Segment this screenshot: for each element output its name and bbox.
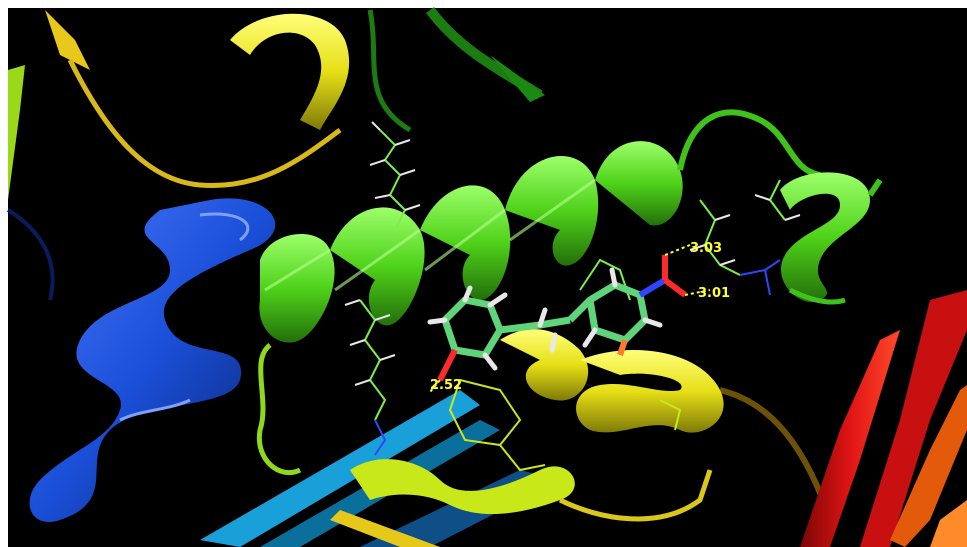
- distance-label-1: 3.03: [690, 241, 722, 256]
- helix-green-main: [259, 109, 821, 343]
- ligand[interactable]: [427, 255, 687, 382]
- helix-blue-left: [29, 198, 276, 522]
- helix-green-right: [780, 172, 883, 305]
- distance-label-2: 3.01: [698, 286, 730, 301]
- hydrogen-bonds: [429, 244, 711, 393]
- helix-yellow-top: [8, 10, 350, 200]
- distance-label-3: 2.52: [430, 378, 462, 393]
- side-chains: [344, 121, 801, 472]
- background-strands: [6, 6, 833, 521]
- sheet-red-right: [800, 290, 967, 547]
- helix-yellow-lower: [256, 329, 724, 547]
